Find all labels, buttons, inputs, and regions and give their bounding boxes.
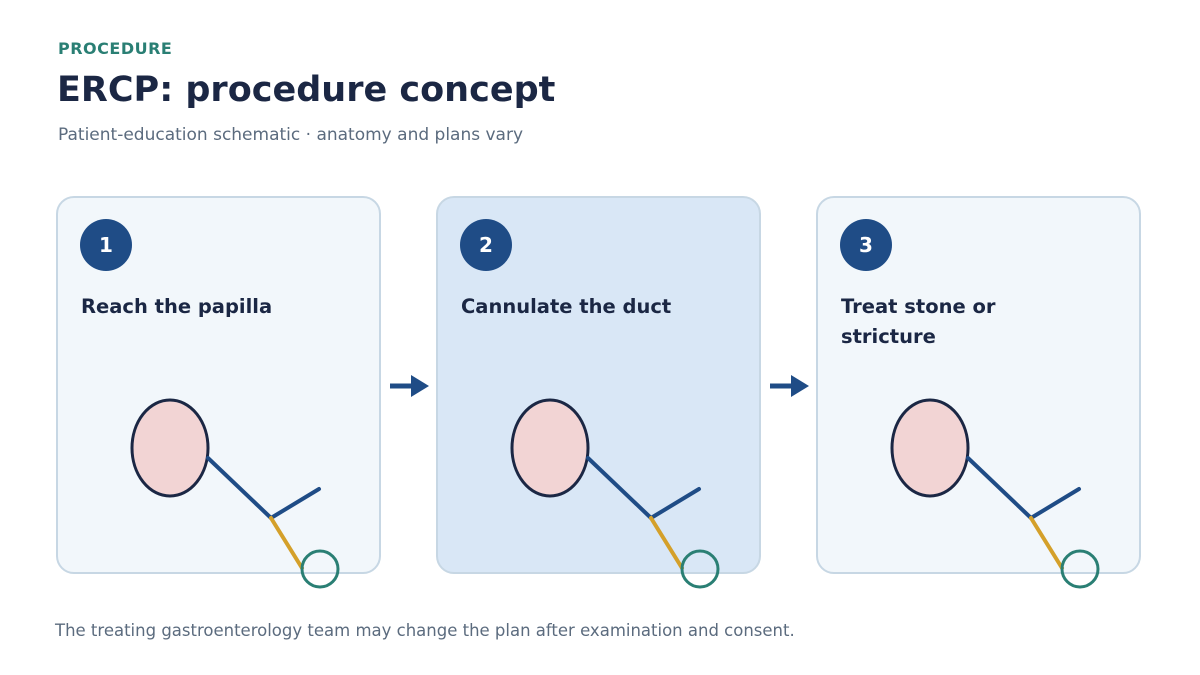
step-card-cannulate-duct: 2 Cannulate the duct (436, 196, 761, 589)
papilla-ring (300, 549, 340, 589)
footer-note: The treating gastroenterology team may c… (55, 621, 795, 640)
step-number-badge: 1 (80, 219, 132, 271)
page-title: ERCP: procedure concept (57, 70, 556, 110)
step-card-treat-stone: 3 Treat stone or stricture (816, 196, 1141, 589)
step-label: Treat stone or stricture (841, 295, 996, 348)
procedure-schematic (510, 398, 720, 589)
section-eyebrow: PROCEDURE (58, 39, 173, 58)
step-number-badge: 2 (460, 219, 512, 271)
papilla-ring (1060, 549, 1100, 589)
bile-duct-line (206, 456, 273, 520)
step-card-reach-papilla: 1 Reach the papilla (56, 196, 381, 589)
step-label: Reach the papilla (81, 295, 273, 318)
duct-branch-line (1029, 487, 1081, 520)
step-number-badge: 3 (840, 219, 892, 271)
arrow-right-icon (770, 375, 809, 397)
bile-duct-line (586, 456, 653, 520)
page-subtitle: Patient-education schematic · anatomy an… (58, 125, 524, 145)
scope-line (1029, 516, 1064, 570)
bile-duct-line (966, 456, 1033, 520)
step-label: Cannulate the duct (461, 295, 672, 318)
papilla-ring (680, 549, 720, 589)
organ-shape (510, 398, 590, 498)
procedure-schematic (890, 398, 1100, 589)
scope-line (649, 516, 684, 570)
procedure-schematic (130, 398, 340, 589)
scope-line (269, 516, 304, 570)
duct-branch-line (649, 487, 701, 520)
arrow-right-icon (390, 375, 429, 397)
duct-branch-line (269, 487, 321, 520)
organ-shape (130, 398, 210, 498)
organ-shape (890, 398, 970, 498)
